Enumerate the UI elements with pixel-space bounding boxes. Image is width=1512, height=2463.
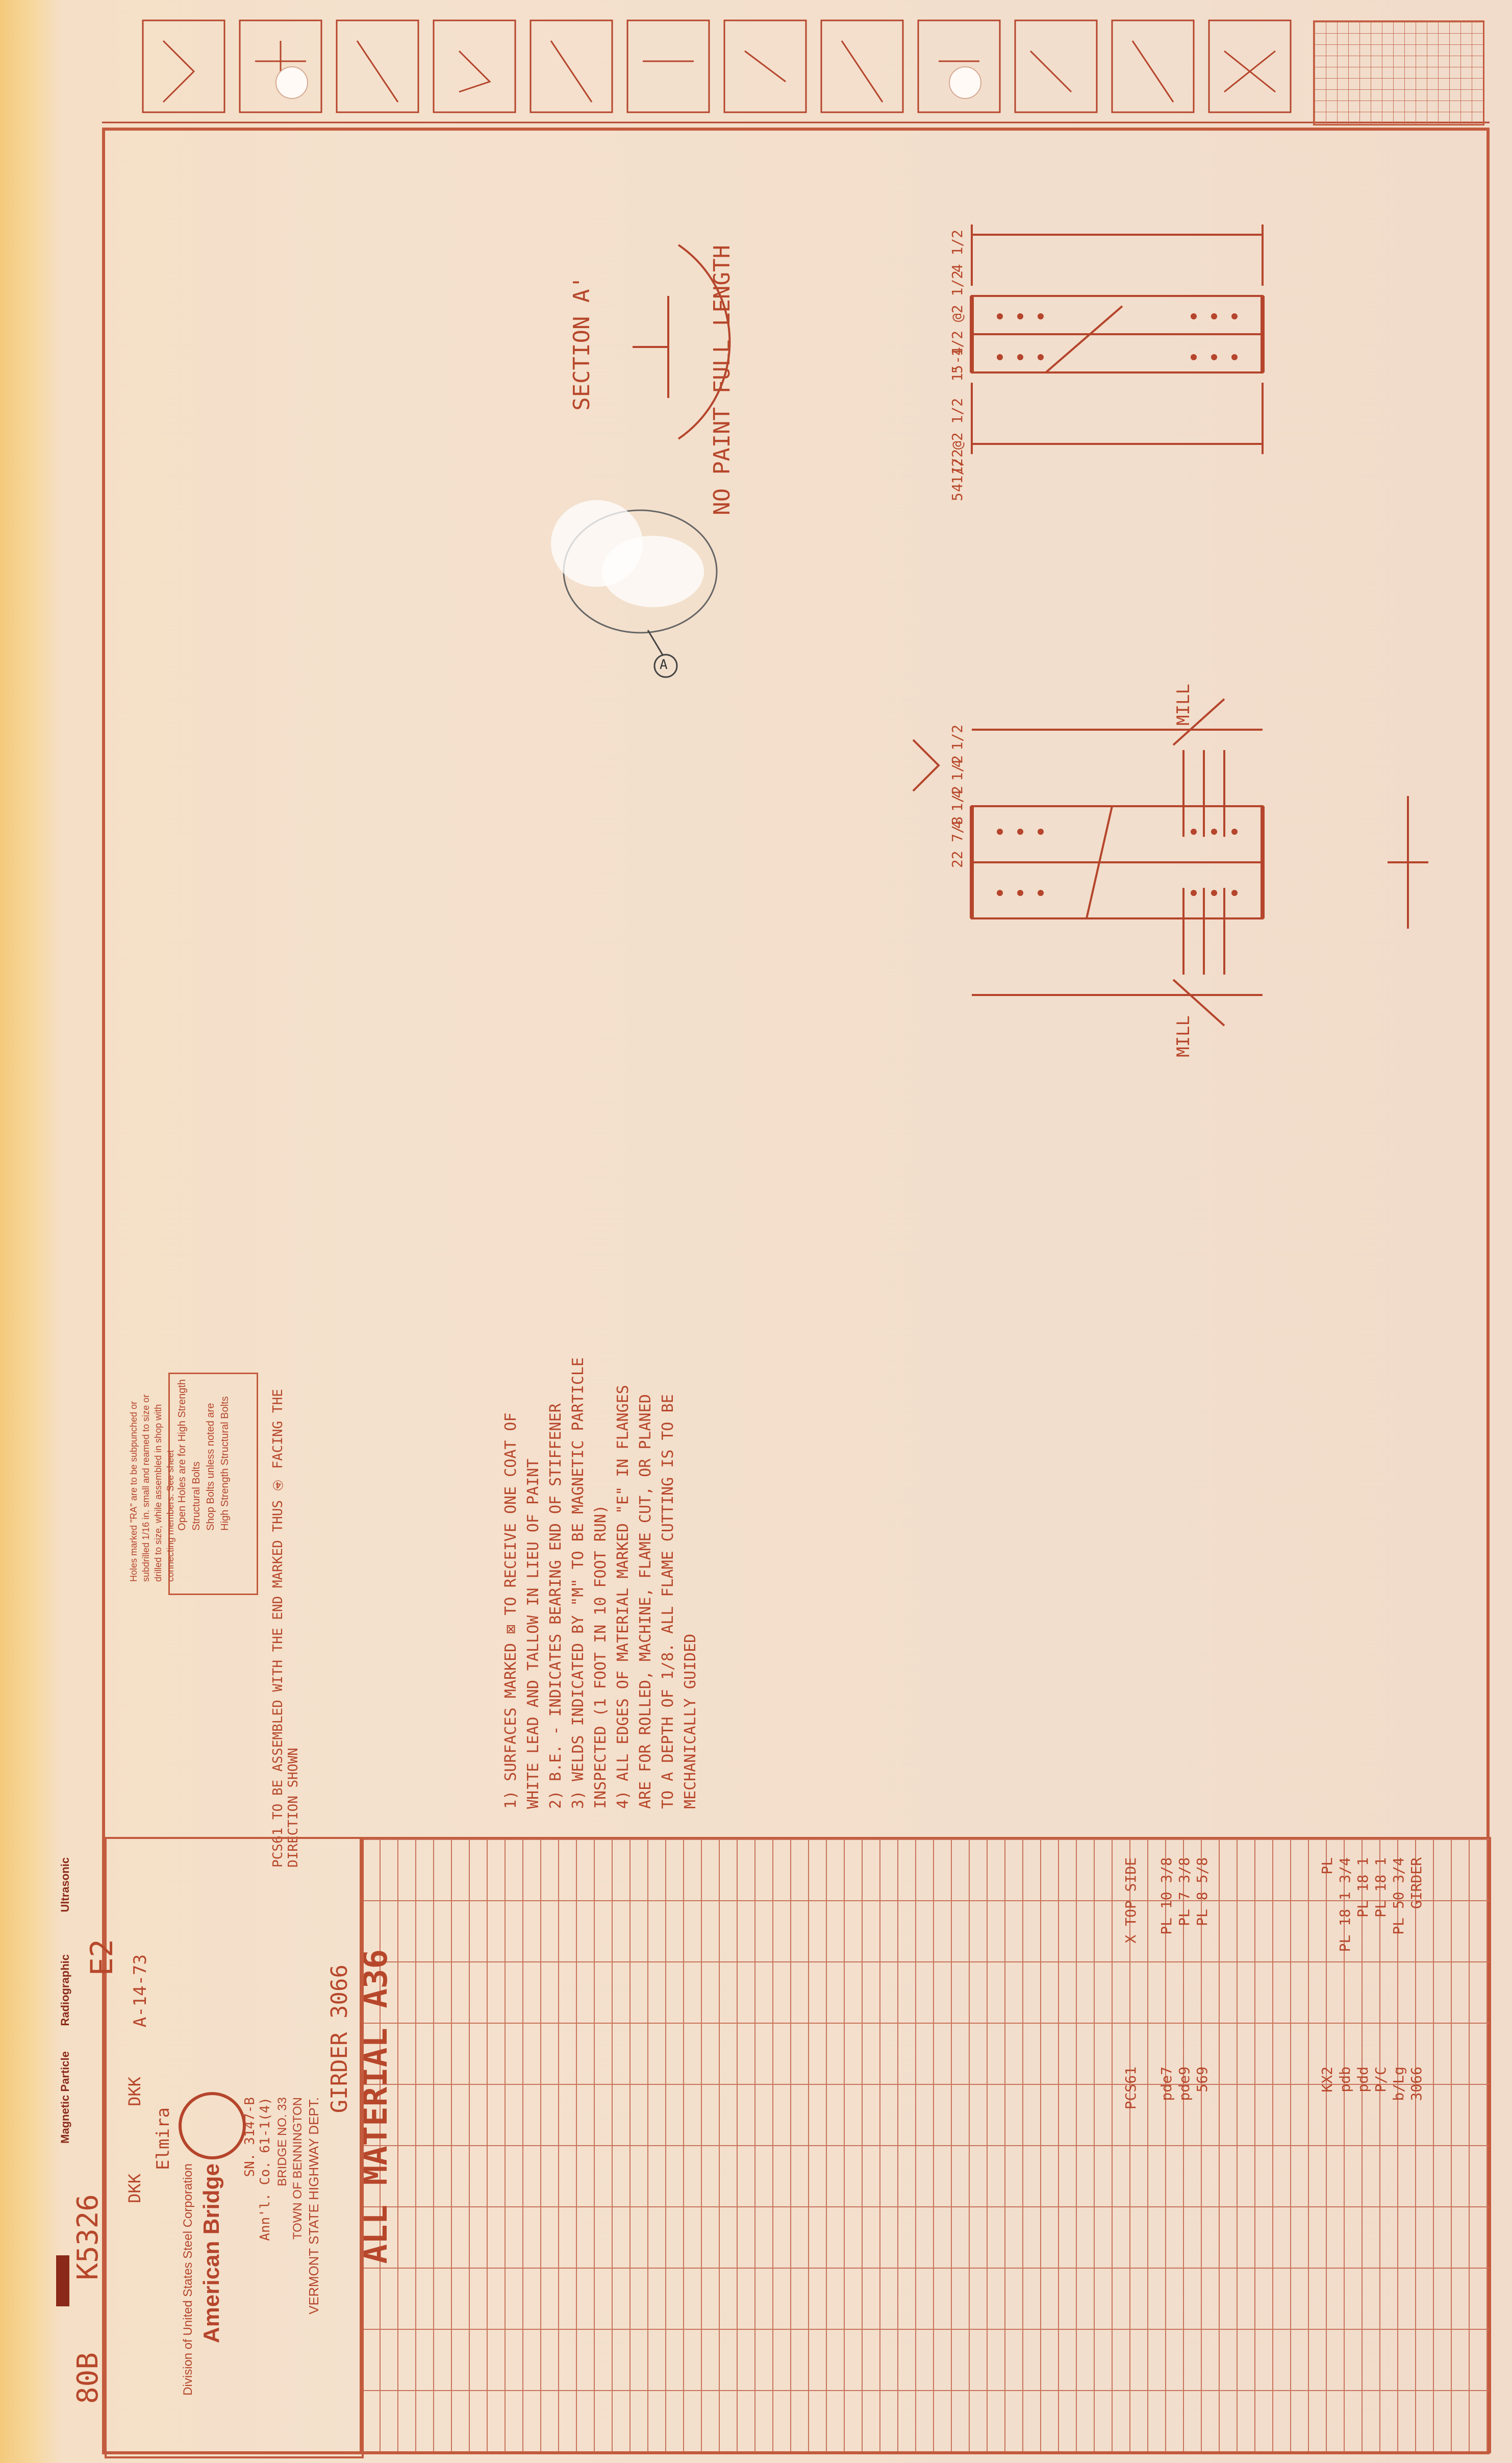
bom-mark: 569 — [1194, 2067, 1211, 2093]
bom-table — [360, 1837, 1491, 2453]
bom-mark: pdd — [1354, 2067, 1371, 2093]
bom-row: PL 50 3/4 — [1390, 1857, 1407, 1935]
punch-hole — [275, 66, 308, 99]
revision-bar — [56, 2255, 69, 2306]
bolt-note-line: Shop Bolts unless noted are — [205, 1403, 216, 1531]
bom-row: PL 18 1 3/4 — [1337, 1857, 1353, 1952]
bom-mark: 3066 — [1408, 2067, 1425, 2101]
bom-row: PL 7 3/8 — [1176, 1857, 1193, 1926]
note-line: ARE FOR ROLLED, MACHINE, FLAME CUT, OR P… — [637, 1394, 654, 1809]
punch-hole — [949, 66, 981, 99]
note-line: TO A DEPTH OF 1/8. ALL FLAME CUTTING IS … — [659, 1394, 677, 1809]
client-name: VERMONT STATE HIGHWAY DEPT. — [306, 2097, 321, 2315]
fab-shop: Elmira — [153, 2107, 173, 2170]
title-block — [105, 1837, 364, 2458]
drawn-by: DKK — [125, 2174, 144, 2203]
bom-mark: pde7 — [1158, 2067, 1175, 2101]
radiographic-label: Radiographic — [59, 1954, 71, 2026]
magnetic-particle-label: Magnetic Particle — [59, 2051, 71, 2144]
drawing-no: E2 — [84, 1939, 120, 1976]
bom-mark: pde9 — [1176, 2067, 1193, 2101]
project-line: Ann'l. Co. 61-1(4) — [258, 2097, 273, 2241]
bill-of-material — [105, 1837, 1491, 2454]
note-line: MECHANICALLY GUIDED — [682, 1633, 699, 1809]
note-line: 1) SURFACES MARKED ⊠ TO RECEIVE ONE COAT… — [502, 1412, 520, 1809]
bolt-note-line: High Strength Structural Bolts — [219, 1396, 231, 1531]
contract-no: A-14-73 — [130, 1954, 150, 2028]
note-line: INSPECTED (1 FOOT IN 10 FOOT RUN) — [592, 1504, 610, 1809]
note-line: 3) WELDS INDICATED BY "M" TO BE MAGNETIC… — [569, 1357, 587, 1809]
section-label: SECTION A' — [569, 276, 595, 411]
dim-label: 4 1/2 — [949, 230, 966, 273]
mill-label: MILL — [1173, 684, 1194, 726]
uss-logo-icon — [179, 2092, 246, 2159]
checked-by: DKK — [125, 2077, 144, 2106]
bom-row: PL 8 5/8 — [1194, 1857, 1211, 1926]
order-no: K5326 — [71, 2194, 105, 2280]
bom-row: X TOP SIDE — [1122, 1857, 1139, 1944]
no-paint-label: NO PAINT FULL LENGTH — [709, 245, 735, 515]
dim-label: 4 1/2 — [949, 449, 966, 492]
bom-row: GIRDER — [1408, 1857, 1425, 1909]
bom-mark: pdb — [1337, 2067, 1353, 2093]
company-division: Division of United States Steel Corporat… — [181, 2163, 195, 2396]
bom-row: PL 18 1 — [1354, 1857, 1371, 1918]
company-name: American Bridge — [199, 2163, 224, 2344]
assembly-note: PCS61 TO BE ASSEMBLED WITH THE END MARKE… — [270, 1389, 301, 1868]
bom-mark: PCS61 — [1122, 2067, 1139, 2110]
sheet-no: 80B — [71, 2352, 105, 2404]
bolt-note-box: Open Holes are for High Strength Structu… — [168, 1373, 258, 1595]
note-line: WHITE LEAD AND TALLOW IN LIEU OF PAINT — [524, 1458, 542, 1809]
callout-a: A — [660, 657, 668, 673]
mill-label: MILL — [1173, 1015, 1194, 1057]
bolt-note-line: Open Holes are for High Strength — [177, 1379, 188, 1531]
note-line: 2) B.E. - INDICATES BEARING END OF STIFF… — [547, 1403, 565, 1809]
bridge-name: BRIDGE NO. 33 — [275, 2097, 289, 2186]
bom-row: PL 10 3/8 — [1158, 1857, 1175, 1935]
ultrasonic-label: Ultrasonic — [59, 1857, 71, 1912]
note-line: 4) ALL EDGES OF MATERIAL MARKED "E" IN F… — [614, 1385, 632, 1809]
bom-mark: b/Lg — [1390, 2067, 1407, 2101]
bom-mark: KX2 — [1319, 2067, 1335, 2093]
dim-label: 1'-4 — [949, 347, 966, 382]
weld-detail-reference-strip — [102, 10, 1490, 128]
bom-mark: P/C — [1372, 2067, 1389, 2093]
bolt-note-line: Structural Bolts — [191, 1461, 202, 1531]
dim-label: 22 7/8 — [949, 816, 966, 868]
bom-row: PL 18 1 — [1372, 1857, 1389, 1918]
bom-row: PL — [1319, 1857, 1335, 1875]
holes-note: Holes marked "RA" are to be subpunched o… — [129, 1394, 175, 1582]
revision-grid — [1313, 20, 1484, 126]
project-line: SN. 3147-B — [242, 2097, 258, 2177]
paper-stain — [602, 536, 704, 607]
weld-symbols-icon — [102, 19, 1490, 123]
town-name: TOWN OF BENNINGTON — [291, 2097, 305, 2240]
